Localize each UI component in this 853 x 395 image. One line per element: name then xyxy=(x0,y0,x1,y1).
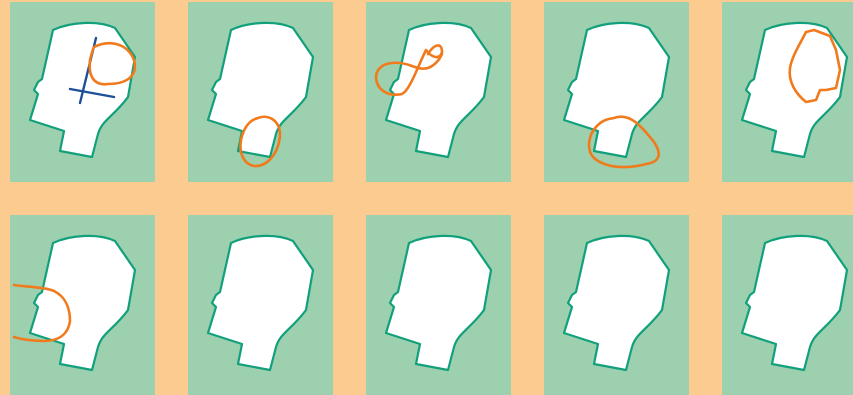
head-outline xyxy=(564,23,669,157)
head-silhouette-icon xyxy=(722,2,853,182)
head-outline xyxy=(30,236,135,370)
tile-5[interactable] xyxy=(722,2,853,182)
head-silhouette-icon xyxy=(10,2,155,182)
head-silhouette-icon xyxy=(366,2,511,182)
head-silhouette-icon xyxy=(722,215,853,395)
head-outline xyxy=(208,23,313,157)
tile-6[interactable] xyxy=(10,215,155,395)
head-outline xyxy=(386,236,491,370)
tile-7[interactable] xyxy=(188,215,333,395)
tile-2[interactable] xyxy=(188,2,333,182)
tile-8[interactable] xyxy=(366,215,511,395)
tile-9[interactable] xyxy=(544,215,689,395)
tile-3[interactable] xyxy=(366,2,511,182)
head-outline xyxy=(386,23,491,157)
head-silhouette-icon xyxy=(188,2,333,182)
head-outline xyxy=(208,236,313,370)
tile-1[interactable] xyxy=(10,2,155,182)
head-silhouette-icon xyxy=(188,215,333,395)
head-silhouette-icon xyxy=(544,2,689,182)
tile-10[interactable] xyxy=(722,215,853,395)
head-silhouette-icon xyxy=(544,215,689,395)
head-silhouette-icon xyxy=(10,215,155,395)
head-silhouette-icon xyxy=(366,215,511,395)
head-outline xyxy=(742,236,847,370)
tile-4[interactable] xyxy=(544,2,689,182)
head-outline xyxy=(564,236,669,370)
